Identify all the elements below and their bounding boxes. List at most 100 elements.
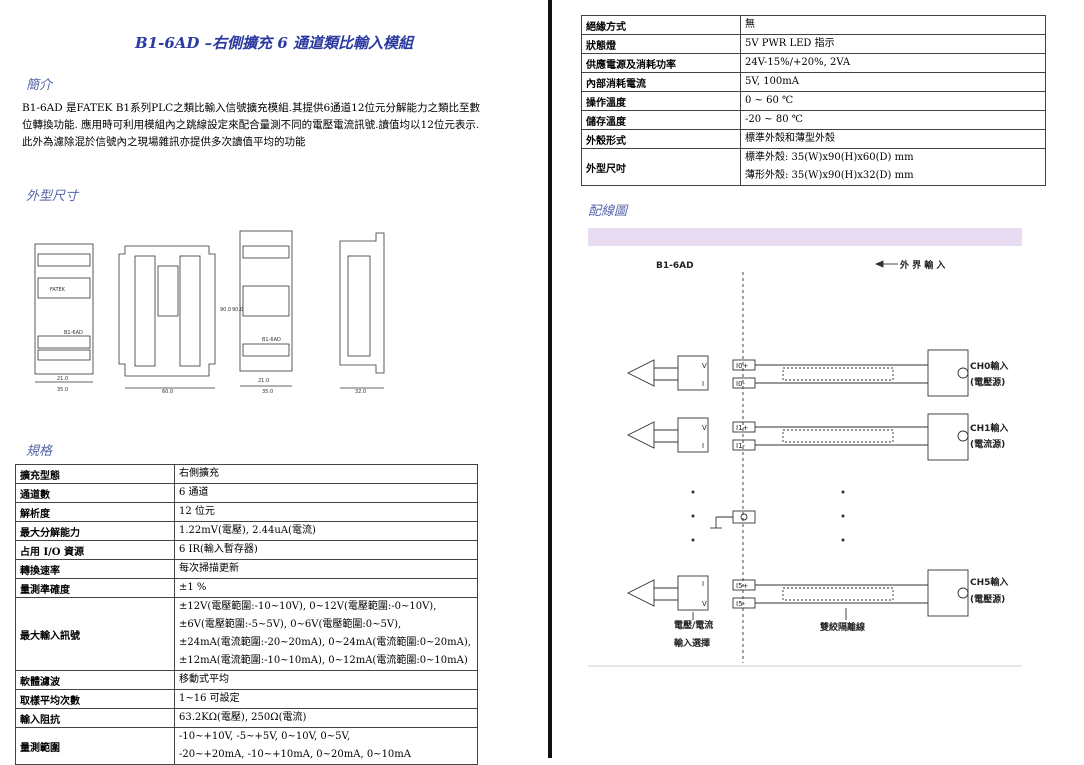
front-model: B1-6AD [64,330,83,336]
spec-key: 內部消耗電流 [581,72,741,92]
front2-width-label: 21.0 [258,378,269,384]
intro-paragraph: B1-6AD 是FATEK B1系列PLC之類比輸入信號擴充模組.其提供6通道1… [22,100,522,151]
front2-height-label: 90.0 [232,307,243,313]
intro-heading: 簡介 [26,78,53,93]
spec-value-line: 右側擴充 [179,468,219,479]
spec-row: 供應電源及消耗功率 24V-15%/+20%, 2VA [581,53,1046,73]
spec-heading: 規格 [26,444,53,459]
ch1-term-plus: I1+ [736,424,749,432]
ch0-term-plus: I0+ [736,362,749,370]
ch0-term-minus: I0- [736,380,746,388]
spec-key: 量測範圍 [15,727,175,765]
spec-value-line: 24V-15%/+20%, 2VA [745,57,851,68]
spec-value-line: 0 ~ 60 ℃ [745,95,794,106]
spec-value-line: ±24mA(電流範圍:-20~20mA), 0~24mA(電流範圍:0~20mA… [179,637,471,648]
ch1-label: CH1輸入 [970,422,1008,434]
wiring-external-label: 外 界 輸 入 [899,259,945,271]
spec-value: ±12V(電壓範圍:-10~10V), 0~12V(電壓範圍:-0~10V), ±… [174,597,478,671]
spec-value-line: ±1 % [179,582,207,593]
spec-row: 軟體濾波移動式平均 [15,670,478,690]
ch1-term-minus: I1- [736,442,746,450]
spec-value: 1.22mV(電壓), 2.44uA(電流) [174,521,478,541]
spec-key: 取樣平均次數 [15,689,175,709]
spec-value: 0 ~ 60 ℃ [740,91,1046,111]
spec-key: 供應電源及消耗功率 [581,53,741,73]
spec-value-line: 63.2KΩ(電壓), 250Ω(電流) [179,712,307,723]
front2-model: B1-6AD [262,337,281,343]
spec-row: 量測範圍-10~+10V, -5~+5V, 0~10V, 0~5V,-20~+2… [15,727,478,765]
spec-key: 量測準確度 [15,578,175,598]
wiring-module-label: B1-6AD [656,261,694,271]
spec-row: 絕緣方式無 [581,15,1046,35]
spec-value-line: 移動式平均 [179,674,229,685]
spec-value-line: 12 位元 [179,506,215,517]
ch5-label: CH5輸入 [970,576,1008,588]
spec-value-line: 1.22mV(電壓), 2.44uA(電流) [179,525,316,536]
ch5-group: I V I5+ I5- CH5輸入 (電壓源) [626,569,1008,617]
spec-row: 儲存溫度-20 ~ 80 ℃ [581,110,1046,130]
spec-value-line: ±6V(電壓範圍:-5~5V), 0~6V(電壓範圍:0~5V), [179,619,402,630]
front2-total-label: 35.0 [262,389,273,395]
spec-value: ±1 % [174,578,478,598]
ch5-source: (電壓源) [970,593,1005,605]
ch0-label: CH0輸入 [970,360,1008,372]
spec-key: 擴充型態 [15,464,175,484]
spec-value-line: -10~+10V, -5~+5V, 0~10V, 0~5V, [179,731,351,742]
spec-value: 6 通道 [174,483,478,503]
spec-value: -10~+10V, -5~+5V, 0~10V, 0~5V,-20~+20mA,… [174,727,478,765]
spec-value: 5V, 100mA [740,72,1046,92]
selector-label-1: 電壓/電流 [674,619,713,631]
spec-row: 最大輸入訊號±12V(電壓範圍:-10~10V), 0~12V(電壓範圍:-0~… [15,597,478,671]
spec-value-line: ±12V(電壓範圍:-10~10V), 0~12V(電壓範圍:-0~10V), [179,601,437,612]
ch1-source: (電流源) [970,438,1005,450]
wiring-diagram: B1-6AD 外 界 輸 入 V I I0+ I0- CH0輸入 (電壓源) V… [588,228,1022,667]
spec-value: 移動式平均 [174,670,478,690]
twisted-pair-label: 雙絞隔離線 [820,621,865,633]
spec-value-line: 6 IR(輸入暫存器) [179,544,258,555]
ch5-i: I [702,580,704,588]
spec-row: 最大分解能力 1.22mV(電壓), 2.44uA(電流) [15,521,478,541]
spec-value: 6 IR(輸入暫存器) [174,540,478,560]
spec-value-line: 1~16 可設定 [179,693,240,704]
ch5-term-minus: I5- [736,600,746,608]
spec-row: 量測準確度 ±1 % [15,578,478,598]
spec-key: 操作溫度 [581,91,741,111]
spec-key: 通道數 [15,483,175,503]
spec-key: 最大分解能力 [15,521,175,541]
spec-key: 狀態燈 [581,34,741,54]
spec-key: 最大輸入訊號 [15,597,175,671]
spec-value-line: 標準外殼和薄型外殼 [745,133,835,144]
spec-value-line: 5V, 100mA [745,76,799,87]
front-total-label: 35.0 [57,387,68,393]
spec-value-line: 每次掃描更新 [179,563,239,574]
intro-line: 位轉換功能. 應用時可利用模組內之跳線設定來配合量測不同的電壓電流訊號.讀值均以… [22,119,480,131]
ch0-i: I [702,380,704,388]
selector-label-2: 輸入選擇 [674,637,710,649]
spec-row: 轉換速率每次掃描更新 [15,559,478,579]
spec-value: 24V-15%/+20%, 2VA [740,53,1046,73]
spec-key: 解析度 [15,502,175,522]
spec-value: 63.2KΩ(電壓), 250Ω(電流) [174,708,478,728]
spec-row: 擴充型態右側擴充 [15,464,478,484]
spec-row: 內部消耗電流 5V, 100mA [581,72,1046,92]
dimensions-heading: 外型尺寸 [26,189,79,204]
spec-key: 儲存溫度 [581,110,741,130]
side-height-label: 90.0 [220,307,231,313]
spec-row: 操作溫度 0 ~ 60 ℃ [581,91,1046,111]
spec-row: 解析度 12 位元 [15,502,478,522]
spec-value: 每次掃描更新 [174,559,478,579]
spec-key: 絕緣方式 [581,15,741,35]
spec-value: 無 [740,15,1046,35]
spec-value: 1~16 可設定 [174,689,478,709]
intro-line: B1-6AD 是FATEK B1系列PLC之類比輸入信號擴充模組.其提供6通道1… [22,102,481,114]
ch1-v: V [702,424,707,432]
ch1-group: V I I1+ I1- CH1輸入 (電流源) [626,413,1008,461]
dimension-drawing: FATEK B1-6AD 21.0 35.0 60.0 90.0 B1-6AD … [34,230,385,395]
spec-key: 外殼形式 [581,129,741,149]
